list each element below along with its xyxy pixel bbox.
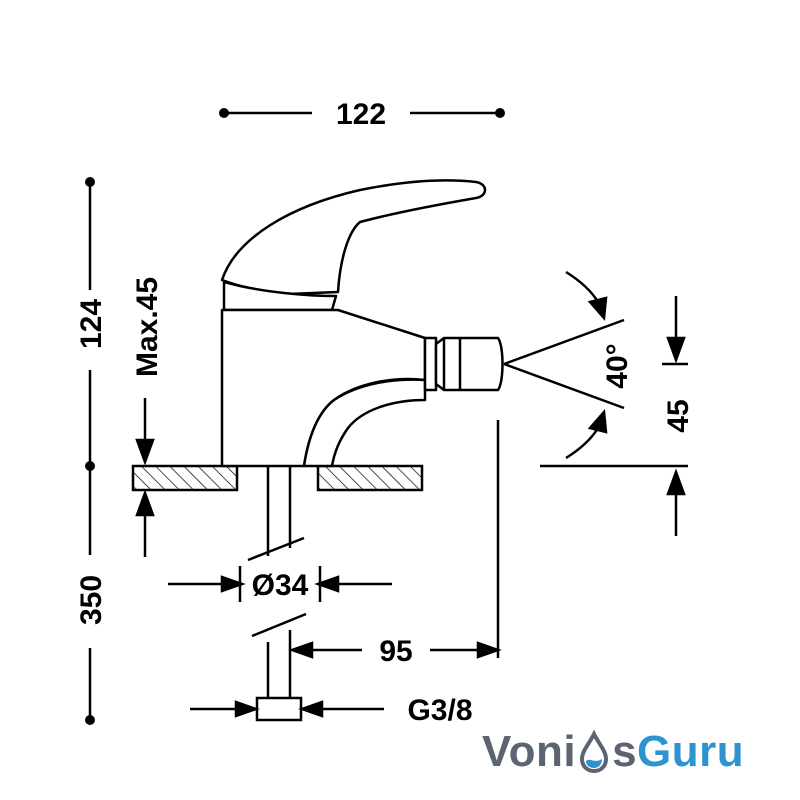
water-drop-icon (580, 730, 609, 774)
dimension-reach-arrows (288, 420, 502, 659)
angle-arc (565, 270, 608, 460)
vonios-guru-logo: Voni s Guru (482, 724, 744, 780)
dimension-spray-offset (540, 296, 688, 536)
spray-cone (503, 318, 625, 410)
dimension-reach-label: 95 (379, 635, 412, 668)
dimension-endpoint-dot (219, 108, 229, 118)
dimension-angle-label: 40° (601, 343, 634, 388)
supply-pipe (247, 466, 307, 698)
logo-text-part1: Voni (482, 727, 577, 776)
dimension-max-thickness-arrows (135, 398, 155, 557)
counter-surface-left (131, 464, 239, 492)
counter-surface-right (316, 464, 424, 492)
dimension-diameter-arrows (168, 566, 392, 602)
dimension-height-lower-label: 350 (75, 575, 108, 625)
dimension-thread-arrows (190, 700, 384, 718)
dimension-thread-label: G3/8 (407, 694, 472, 727)
faucet-body (220, 179, 504, 468)
dimension-endpoint-dot (85, 177, 95, 187)
dimension-max-thickness-label: Max.45 (131, 277, 164, 377)
dimension-height-upper-label: 124 (75, 299, 108, 349)
dimension-endpoint-dot (495, 108, 505, 118)
thread-connector (255, 696, 303, 722)
dimension-width-label: 122 (336, 98, 386, 131)
dimension-endpoint-dot (85, 461, 95, 471)
logo-text-part2: s (612, 727, 638, 776)
nozzle-detail-lines (442, 338, 462, 390)
logo-text-part3: Guru (637, 727, 745, 776)
dimension-endpoint-dot (85, 715, 95, 725)
dimension-diameter-label: Ø34 (252, 569, 309, 602)
dimension-spray-offset-label: 45 (662, 399, 695, 432)
